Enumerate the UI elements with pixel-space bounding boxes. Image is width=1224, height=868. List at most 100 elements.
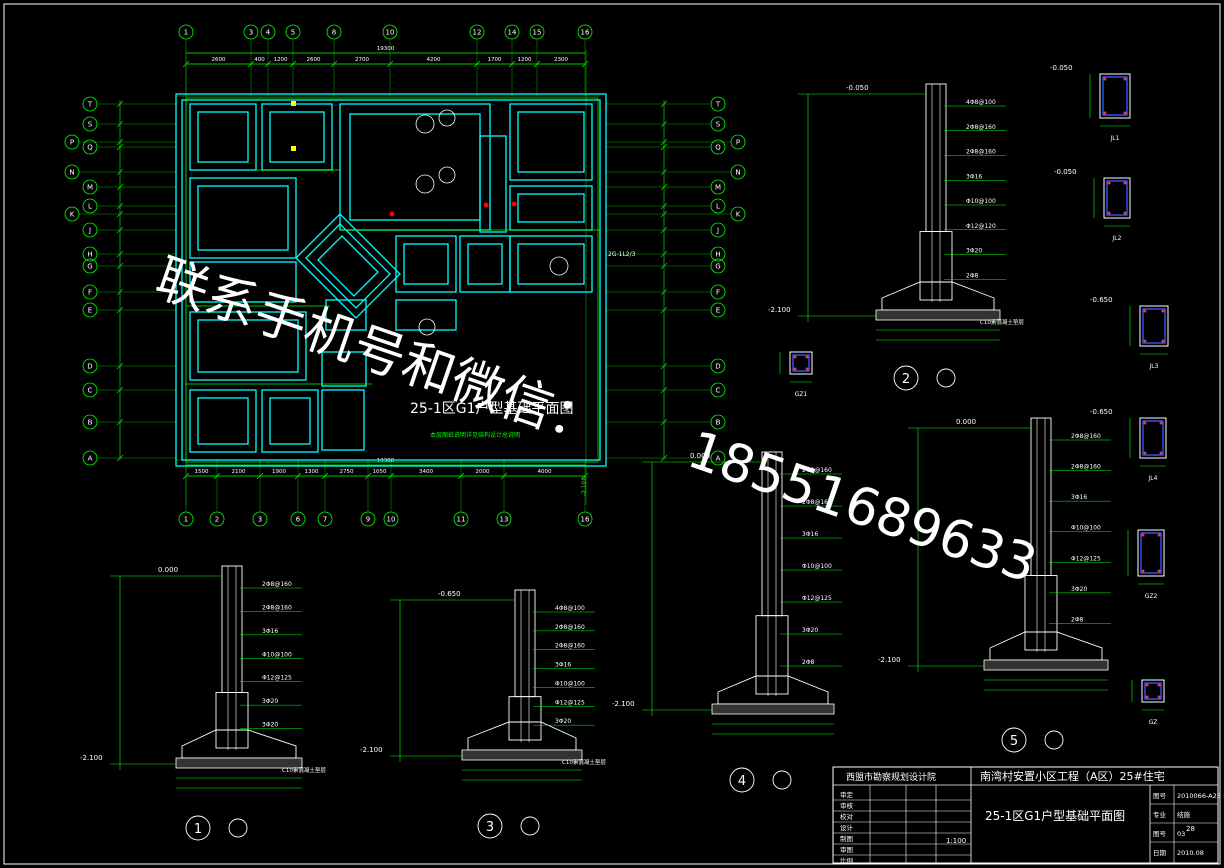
plan-grid-lines bbox=[176, 50, 600, 505]
axis-bubble-label: 12 bbox=[473, 29, 482, 37]
section-rebar-1: 2Φ8@160 bbox=[966, 124, 996, 131]
axis-bubble-label: A bbox=[88, 455, 93, 463]
bottom-dim-tick bbox=[500, 472, 508, 480]
left-axis-K: K bbox=[64, 206, 80, 222]
tb-company: 西盟市勘察规划设计院 bbox=[846, 771, 936, 783]
plan-subtitle: 本层图纸说明详见结构设计总说明 bbox=[430, 431, 520, 439]
top-dim-tick bbox=[247, 60, 255, 68]
axis-bubble-label: 3 bbox=[249, 29, 253, 37]
section-rebar-2: 2Φ8@160 bbox=[966, 149, 996, 156]
bottom-dim-total: 19300 bbox=[377, 458, 395, 464]
section-bottom-elev: -2.100 bbox=[768, 306, 791, 314]
detail-bar bbox=[805, 355, 809, 359]
left-axis-A: A bbox=[82, 450, 98, 466]
footing-outlines bbox=[175, 93, 607, 467]
section-rebar-7: 2Φ8 bbox=[966, 272, 979, 279]
section-rebar-0: 2Φ8@160 bbox=[1071, 433, 1101, 440]
detail-bar bbox=[1161, 339, 1165, 343]
detail-elev: -0.650 bbox=[1090, 408, 1113, 416]
beam-details: JL1-0.050JL2-0.050JL3-0.650JL4-0.650GZ2G… bbox=[779, 64, 1169, 726]
detail-stirrup bbox=[1106, 180, 1128, 216]
bottom-dim-tick bbox=[387, 472, 395, 480]
section-bubble-secondary bbox=[520, 816, 540, 836]
top-dim-tick bbox=[264, 60, 272, 68]
detail-outline bbox=[1103, 177, 1131, 219]
section-bubble bbox=[729, 767, 755, 793]
axis-bubble-label: 14 bbox=[508, 29, 517, 37]
bottom-dim-label-1: 2100 bbox=[232, 469, 246, 475]
section-base-label: C10素混凝土垫层 bbox=[562, 758, 606, 766]
axis-bubble-label: K bbox=[70, 211, 75, 219]
axis-bubble-label: 4 bbox=[266, 29, 271, 37]
bottom-axis-3: 3 bbox=[252, 511, 268, 527]
axis-bubble-label: 5 bbox=[291, 29, 295, 37]
section-rebar-2: 2Φ8@160 bbox=[555, 643, 585, 650]
right-axis-D: D bbox=[710, 358, 726, 374]
axis-bubble-label: J bbox=[88, 227, 91, 235]
detail-bar bbox=[1143, 451, 1147, 455]
bottom-dim-tick bbox=[294, 472, 302, 480]
section-base-slab bbox=[711, 703, 835, 715]
section-rebar-3: Φ10@100 bbox=[1071, 525, 1101, 532]
plan-title: 25-1区G1户型基础平面图 bbox=[410, 400, 574, 417]
top-dim-tick bbox=[386, 60, 394, 68]
section-rebar-5: 3Φ20 bbox=[802, 627, 818, 634]
section-bottom-elev: -2.100 bbox=[360, 746, 383, 754]
bottom-dim-label-3: 1300 bbox=[305, 469, 319, 475]
section-rebar-5: 3Φ20 bbox=[1071, 586, 1087, 593]
section-bubble-secondary bbox=[936, 368, 956, 388]
detail-label: GZ bbox=[1149, 719, 1158, 726]
section-footing bbox=[181, 729, 297, 759]
tb-project: 南湾村安置小区工程（A区）25#住宅 bbox=[980, 769, 1165, 783]
section-rebar-3: 3Φ16 bbox=[555, 662, 571, 669]
axis-bubble-label: 2 bbox=[215, 516, 219, 524]
bottom-dim-label-2: 1900 bbox=[272, 469, 286, 475]
section-rebar-0: 2Φ8@160 bbox=[262, 581, 292, 588]
detail-bar bbox=[793, 367, 797, 371]
axis-bubble-label: 3 bbox=[258, 516, 262, 524]
bottom-dim-label-5: 1050 bbox=[373, 469, 387, 475]
axis-bubble-label: S bbox=[716, 121, 721, 129]
detail-bar bbox=[1157, 695, 1161, 699]
detail-outline bbox=[1139, 305, 1169, 347]
detail-jl3: JL3-0.650 bbox=[1090, 296, 1169, 370]
section-base-label: C10素混凝土垫层 bbox=[282, 766, 326, 774]
left-axis-M: M bbox=[82, 179, 98, 195]
axis-bubble-label: L bbox=[716, 203, 720, 211]
left-axis-E: E bbox=[82, 302, 98, 318]
right-axis-S: S bbox=[710, 116, 726, 132]
axis-bubble-label: D bbox=[715, 363, 720, 371]
right-axis-F: F bbox=[710, 284, 726, 300]
dim-tick bbox=[116, 454, 124, 462]
axis-bubble-label: D bbox=[87, 363, 92, 371]
section-column bbox=[1030, 417, 1052, 576]
bottom-axis-16: 16 bbox=[577, 511, 593, 527]
detail-gz: GZ bbox=[1131, 679, 1165, 726]
section-base-slab bbox=[875, 309, 1001, 321]
top-dim-tick bbox=[330, 60, 338, 68]
detail-bar bbox=[793, 355, 797, 359]
detail-stirrup bbox=[1142, 308, 1166, 344]
top-axis-16: 16 bbox=[577, 24, 593, 40]
top-dim-label-1: 400 bbox=[254, 57, 265, 63]
section-rebar-0: 2Φ8@160 bbox=[802, 467, 832, 474]
dim-tick bbox=[116, 386, 124, 394]
tb-right-label-3: 日期 bbox=[1153, 849, 1167, 857]
tb-label-1: 审核 bbox=[840, 801, 854, 810]
axis-bubble-label: N bbox=[735, 169, 740, 177]
top-axis-12: 12 bbox=[469, 24, 485, 40]
section-top-elev: -0.050 bbox=[846, 84, 869, 92]
tb-label-3: 设计 bbox=[840, 823, 854, 832]
detail-bar bbox=[1141, 533, 1145, 537]
detail-bar bbox=[1157, 533, 1161, 537]
detail-bar bbox=[1161, 309, 1165, 313]
detail-outline bbox=[789, 351, 813, 375]
top-dim-label-2: 1200 bbox=[274, 57, 288, 63]
axis-bubble-label: 1 bbox=[184, 516, 188, 524]
top-axis-8: 8 bbox=[326, 24, 342, 40]
section-rebar-0: 4Φ8@100 bbox=[966, 99, 996, 106]
section-rebar-6: 3Φ20 bbox=[966, 248, 982, 255]
axis-bubble-label: 11 bbox=[457, 516, 466, 524]
foundation-sections: 0.000-2.1002Φ8@1602Φ8@1603Φ16Φ10@100Φ12@… bbox=[80, 83, 1111, 841]
